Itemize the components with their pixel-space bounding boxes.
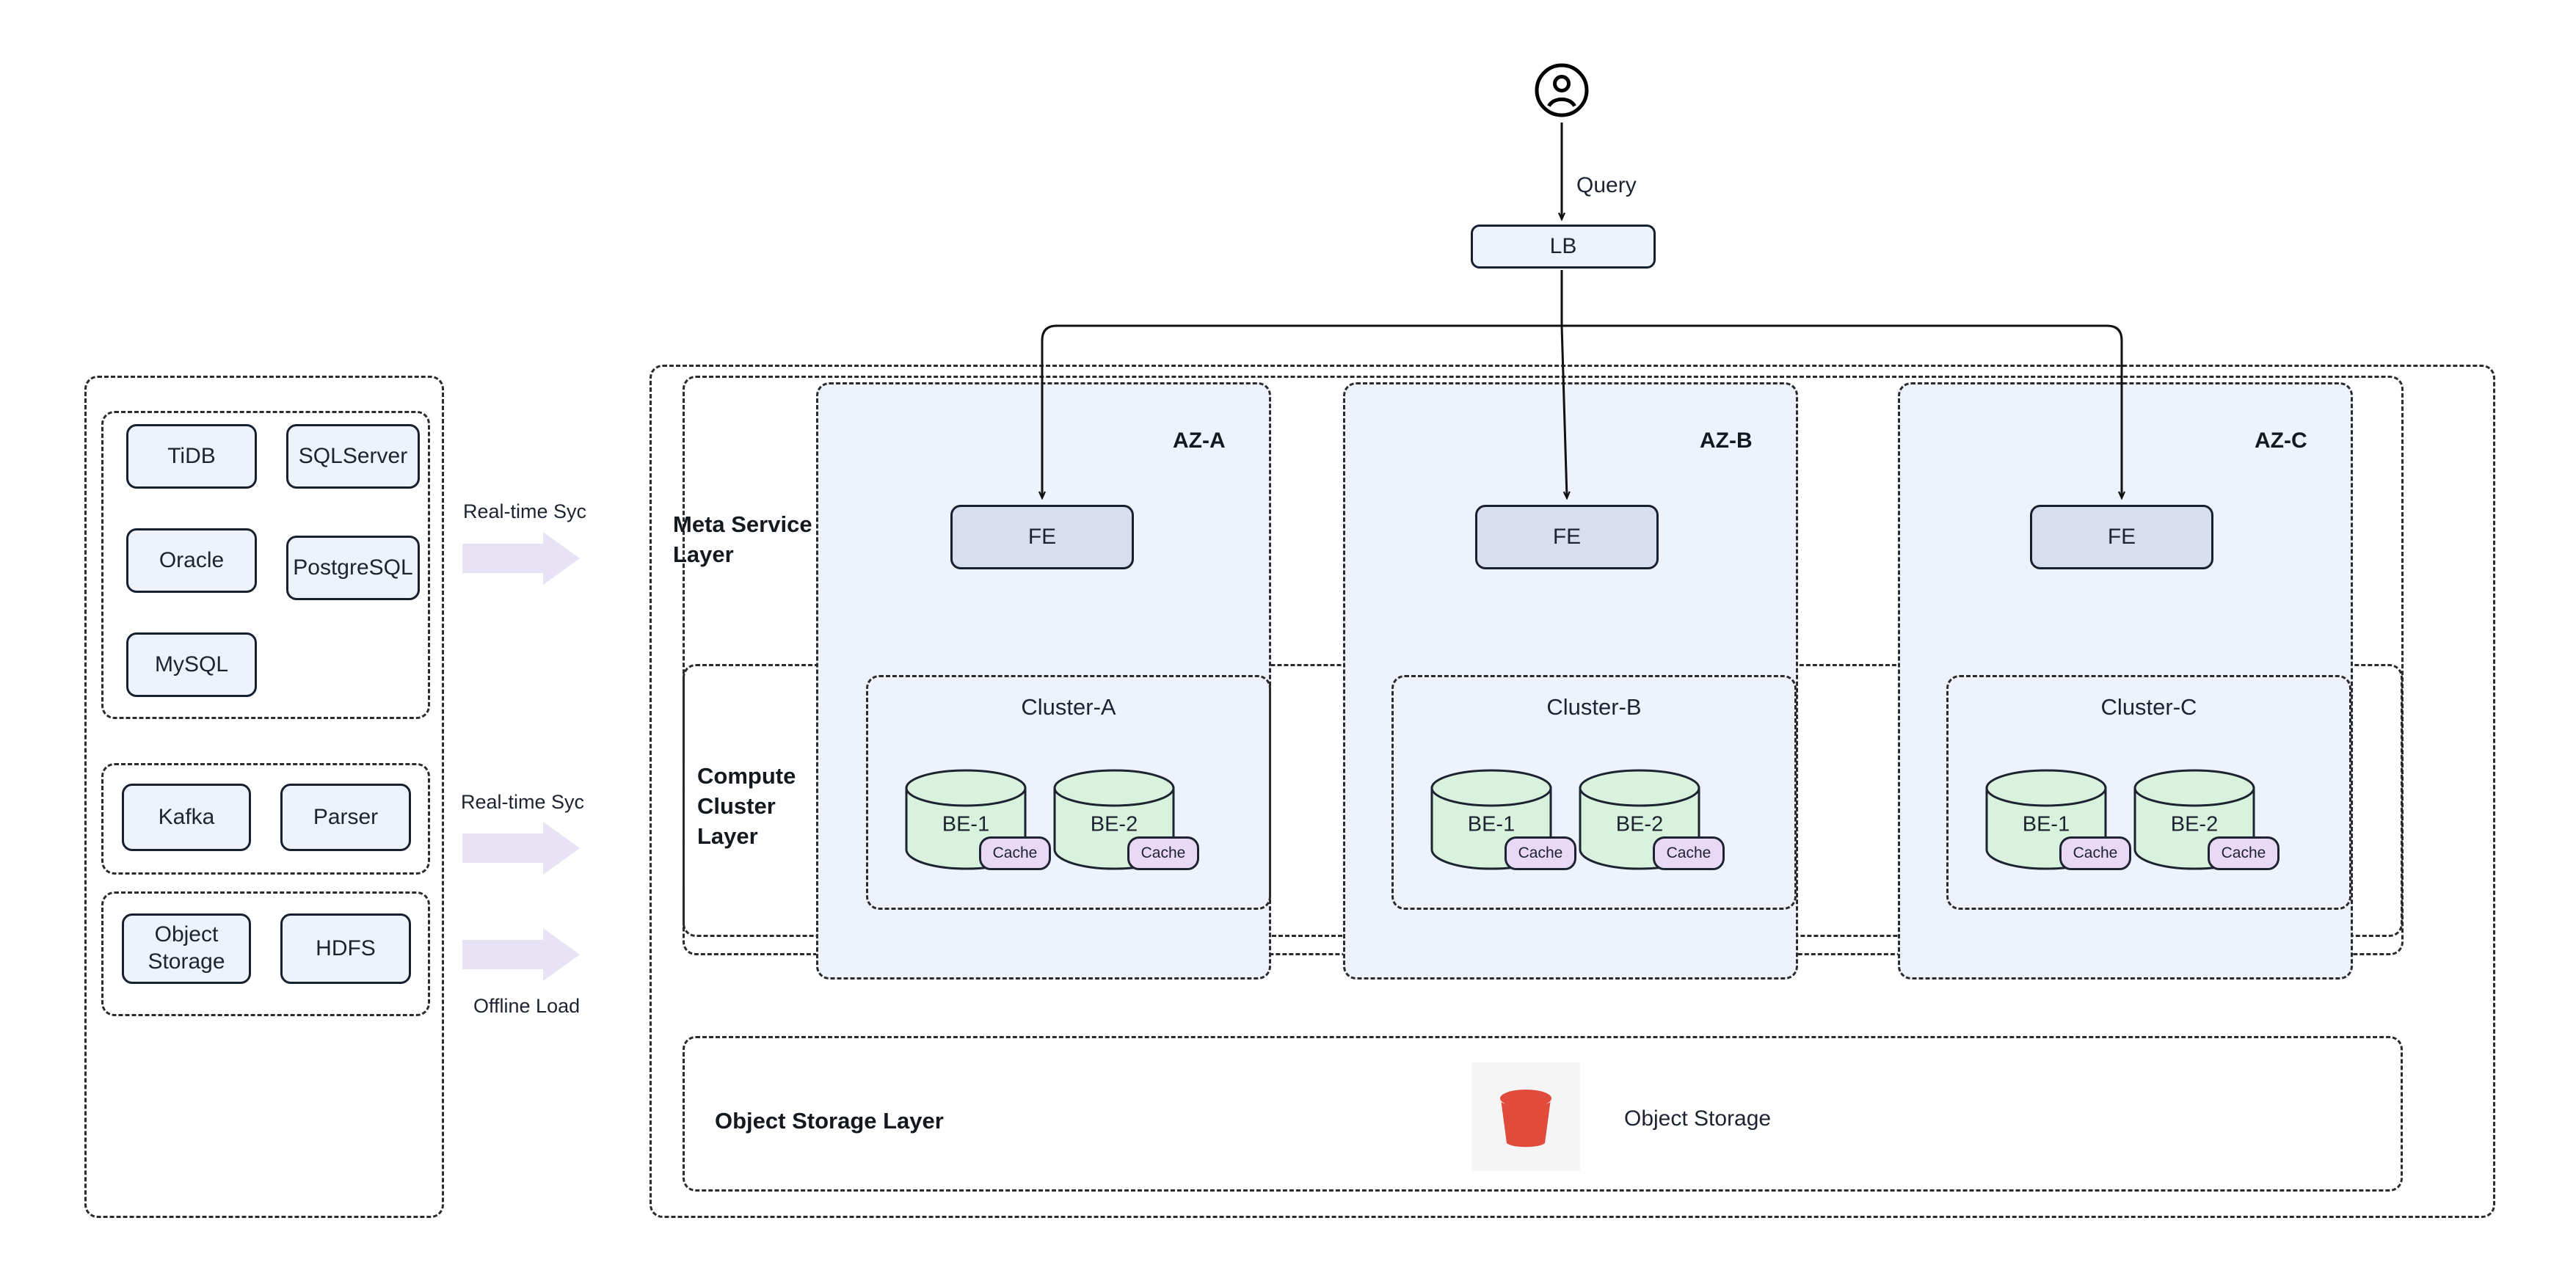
source-node-postgresql[interactable]: PostgreSQL [286,536,420,600]
source-node-tidb[interactable]: TiDB [126,424,257,489]
query-arrow-label: Query [1576,173,1637,197]
s3-bucket-icon [1471,1062,1580,1171]
source-node-parser[interactable]: Parser [280,784,411,851]
load-balancer-node[interactable]: LB [1471,225,1656,269]
ingest-arrow-label-2: Real-time Syc [461,791,585,813]
meta-service-layer-label: Meta Service Layer [673,511,812,567]
frontend-node-az-c[interactable]: FE [2030,505,2213,569]
backend-node-az-b-be-1[interactable]: BE-1 Cache [1430,769,1576,870]
frontend-label: FE [2107,525,2136,549]
source-label: MySQL [154,652,229,677]
availability-zone-label-az-c: AZ-C [2255,428,2307,453]
backend-node-az-a-be-2[interactable]: BE-2 Cache [1052,769,1199,870]
user-avatar-icon [1534,62,1590,118]
cluster-container-c [1946,675,2351,910]
cache-badge: Cache [1505,836,1576,870]
availability-zone-label-az-a: AZ-A [1173,428,1226,453]
cluster-label-b: Cluster-B [1546,694,1642,720]
source-label: PostgreSQL [293,555,413,580]
cache-badge: Cache [1653,836,1725,870]
backend-node-az-c-be-2[interactable]: BE-2 Cache [2133,769,2280,870]
frontend-label: FE [1552,525,1582,549]
cache-badge: Cache [1127,836,1199,870]
cluster-container-a [866,675,1271,910]
cluster-label-c: Cluster-C [2100,694,2197,720]
source-label: Oracle [159,548,225,573]
ingest-arrow-label-3: Offline Load [473,995,581,1017]
source-node-kafka[interactable]: Kafka [122,784,251,851]
ingest-arrow-label-1: Real-time Syc [463,500,587,522]
backend-node-az-a-be-1[interactable]: BE-1 Cache [904,769,1051,870]
source-label: Kafka [158,805,215,830]
source-label: HDFS [316,936,376,961]
backend-node-az-b-be-2[interactable]: BE-2 Cache [1578,769,1725,870]
ingest-arrow-1 [462,532,580,585]
cluster-container-b [1391,675,1797,910]
availability-zone-label-az-b: AZ-B [1700,428,1753,453]
source-node-sqlserver[interactable]: SQLServer [286,424,420,489]
object-storage-layer-label: Object Storage Layer [715,1108,944,1134]
ingest-arrow-2 [462,822,580,875]
streaming-sources-group [101,763,430,875]
data-sources-outer-container [84,376,444,1218]
frontend-node-az-a[interactable]: FE [950,505,1134,569]
source-label: TiDB [167,444,216,469]
frontend-node-az-b[interactable]: FE [1475,505,1659,569]
object-storage-icon-label: Object Storage [1624,1106,1772,1131]
cache-badge: Cache [2059,836,2131,870]
cluster-label-a: Cluster-A [1021,694,1116,720]
source-node-hdfs[interactable]: HDFS [280,913,411,984]
source-node-mysql[interactable]: MySQL [126,632,257,697]
compute-cluster-layer-label: Compute Cluster Layer [697,763,796,849]
relational-sources-group [101,411,430,719]
cache-badge: Cache [979,836,1051,870]
source-label: Parser [313,805,379,830]
ingest-arrow-3 [462,928,580,981]
source-node-oracle[interactable]: Oracle [126,528,257,593]
frontend-label: FE [1027,525,1057,549]
object-storage-layer-container [683,1036,2403,1192]
load-balancer-label: LB [1549,234,1577,259]
cache-badge: Cache [2208,836,2280,870]
source-label: SQLServer [298,444,408,469]
batch-sources-group [101,891,430,1016]
backend-node-az-c-be-1[interactable]: BE-1 Cache [1984,769,2131,870]
